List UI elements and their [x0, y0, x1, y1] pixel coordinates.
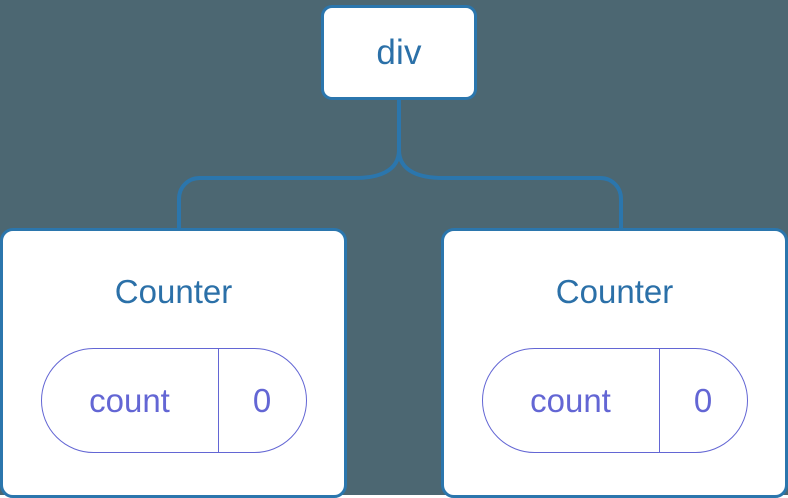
edge-to-counter-left	[177, 149, 401, 232]
counter-left-title: Counter	[114, 273, 233, 310]
counter-left-state-value-cell: 0	[219, 349, 306, 452]
node-counter-right[interactable]: Counter count 0	[441, 228, 788, 498]
node-counter-left[interactable]: Counter count 0	[0, 228, 347, 498]
counter-left-state-pill[interactable]: count 0	[40, 348, 307, 453]
edge-to-counter-right	[397, 149, 623, 232]
counter-right-state-key: count	[530, 382, 611, 419]
counter-right-title: Counter	[555, 273, 674, 310]
counter-right-state-value-cell: 0	[660, 349, 747, 452]
node-div[interactable]: div	[321, 5, 477, 100]
counter-left-state-key-cell: count	[42, 349, 219, 452]
counter-left-state-value: 0	[252, 382, 272, 419]
counter-right-state-value: 0	[693, 382, 713, 419]
node-div-label: div	[376, 33, 422, 72]
counter-right-state-key-cell: count	[483, 349, 660, 452]
counter-right-state-pill[interactable]: count 0	[481, 348, 748, 453]
counter-left-state-key: count	[89, 382, 170, 419]
